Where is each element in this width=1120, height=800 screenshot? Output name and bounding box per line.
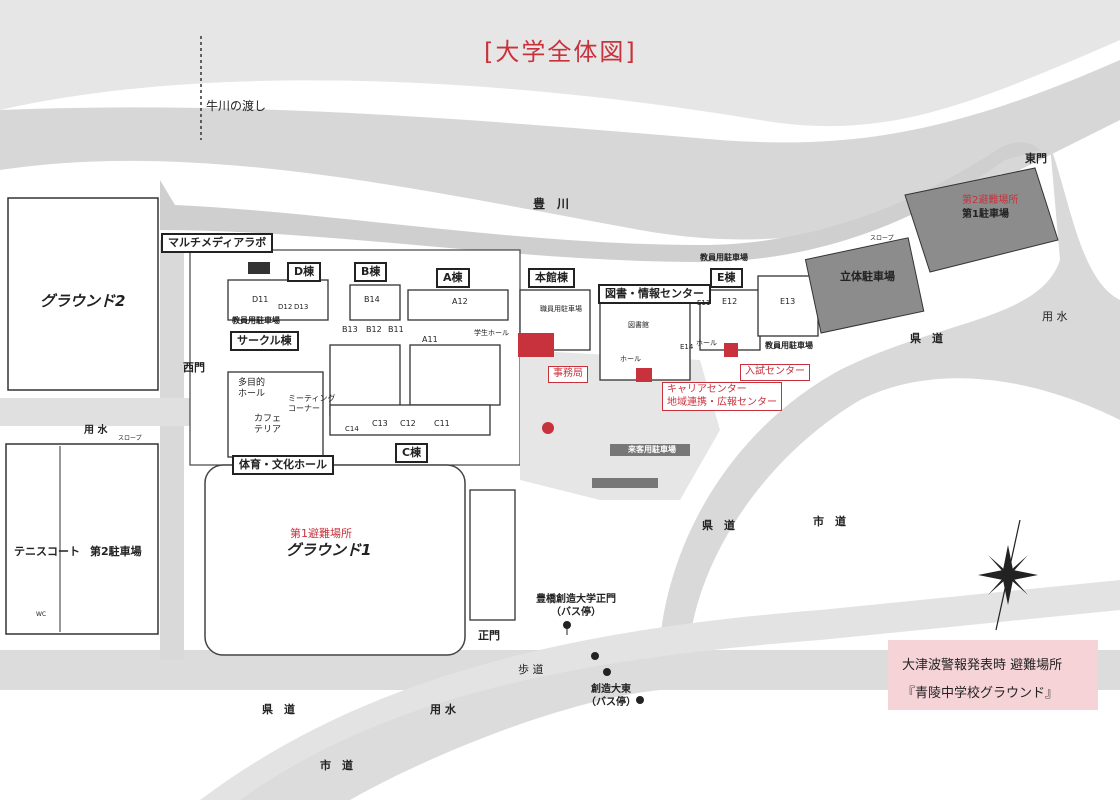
sidewalk-label: 歩 道 [518, 663, 544, 676]
pref-road-label-mid: 県 道 [702, 519, 735, 532]
east-gate-label: 東門 [1025, 152, 1047, 165]
second-evac-label: 第2避難場所 [962, 195, 1019, 206]
room-e11: E11 [697, 299, 711, 307]
room-d13: D13 [294, 303, 309, 311]
room-d11: D11 [252, 295, 269, 304]
multimedia-lab-label[interactable]: マルチメディアラボ [161, 233, 274, 254]
circle-building-label[interactable]: サークル棟 [230, 331, 299, 352]
south-road [0, 650, 1120, 800]
library-label[interactable]: 図書・情報センター [598, 284, 711, 305]
multi-hall-label: 多目的 ホール [238, 378, 266, 399]
student-hall-label: 学生ホール [474, 329, 509, 337]
garage-shape [804, 237, 925, 334]
tsunami-notice-line2: 『青陵中学校グラウンド』 [902, 686, 1059, 701]
sports-hall-label[interactable]: 体育・文化ホール [232, 455, 334, 476]
south-road-2 [200, 580, 1120, 800]
room-a12: A12 [452, 297, 468, 306]
library-room-label: 図書館 [628, 321, 649, 329]
room-b13: B13 [342, 325, 358, 334]
first-evac-label: 第1避難場所 [290, 527, 352, 540]
muni-road-label-south: 市 道 [320, 759, 353, 772]
room-c13: C13 [372, 419, 388, 428]
room-c14: C14 [345, 425, 359, 433]
muni-road-label-mid: 市 道 [813, 515, 846, 528]
pref-road-label-east: 県 道 [910, 332, 943, 345]
visitor-parking-label: 来客用駐車場 [628, 445, 676, 454]
ferry-label: 牛川の渡し [206, 99, 267, 113]
cafeteria-label: カフェ テリア [254, 414, 282, 435]
canal-label-west: 用 水 [84, 425, 108, 436]
tennis-lot2-area [5, 443, 159, 635]
tennis-label: テニスコート [14, 545, 80, 558]
west-canal-road [0, 398, 200, 426]
main-building-label[interactable]: 本館棟 [528, 268, 575, 289]
room-b11: B11 [388, 325, 404, 334]
admissions-center-label[interactable]: 入試センター [740, 364, 810, 381]
compass-rose [978, 519, 1038, 631]
river-main [0, 60, 1120, 240]
student-parking-label: 職員用駐車場 [540, 305, 582, 313]
slope-label-north: スロープ [870, 235, 894, 242]
room-d12: D12 [278, 303, 293, 311]
admin-office-label[interactable]: 事務局 [548, 366, 588, 383]
tsunami-notice-line1: 大津波警報発表時 避難場所 [902, 658, 1063, 673]
room-b14: B14 [364, 295, 380, 304]
staff-parking-east-label: 教員用駐車場 [765, 341, 813, 350]
meeting-corner-label: ミーティング コーナー [288, 394, 336, 413]
tsunami-notice: 大津波警報発表時 避難場所 『青陵中学校グラウンド』 [888, 640, 1098, 710]
building-b-label[interactable]: B棟 [354, 262, 388, 283]
bus-stop-main-gate-label: 豊橋創造大学正門 （バス停） [536, 594, 616, 618]
staff-parking-west-label: 教員用駐車場 [232, 316, 280, 325]
west-gate-label: 西門 [183, 361, 205, 374]
lot2-label: 第2駐車場 [90, 545, 142, 558]
hall-label-e: ホール [696, 339, 717, 347]
slope-label-west: スロープ [118, 435, 142, 442]
river [0, 0, 1120, 127]
lot1-shape [904, 167, 1059, 273]
hall-label-library: ホール [620, 355, 641, 363]
ground2-label: グラウンド2 [40, 292, 126, 310]
room-b12: B12 [366, 325, 382, 334]
canal-label-east: 用 水 [1042, 310, 1068, 323]
staff-parking-north-label: 教員用駐車場 [700, 253, 748, 262]
river-label: 豊 川 [533, 197, 570, 211]
building-a-label[interactable]: A棟 [436, 268, 470, 289]
admin-highlight [518, 333, 554, 357]
wc-label: WC [36, 611, 47, 618]
room-e13: E13 [780, 297, 796, 306]
ground1-area [204, 464, 466, 656]
room-e14: E14 [680, 343, 694, 351]
room-a11: A11 [422, 335, 438, 344]
garage-label: 立体駐車場 [840, 270, 895, 283]
map-title: [大学全体図] [484, 38, 637, 66]
building-e-label[interactable]: E棟 [710, 268, 743, 289]
building-d-label[interactable]: D棟 [287, 262, 322, 283]
career-highlight [636, 368, 652, 382]
admissions-highlight [724, 343, 738, 357]
ground1-label: グラウンド1 [286, 541, 372, 559]
north-road [160, 142, 1040, 262]
room-e12: E12 [722, 297, 738, 306]
main-gate-label: 正門 [478, 629, 500, 642]
building-outlines [227, 275, 819, 621]
canal-label-south: 用 水 [430, 703, 456, 716]
bus-stop-east-label: 創造大東 （バス停） [586, 684, 636, 708]
lot1-label: 第1駐車場 [962, 209, 1009, 220]
building-c-label[interactable]: C棟 [395, 443, 429, 464]
career-center-label[interactable]: キャリアセンター 地域連携・広報センター [662, 382, 782, 411]
room-c11: C11 [434, 419, 450, 428]
pref-road-label-south: 県 道 [262, 703, 295, 716]
ground2-area [7, 197, 159, 391]
west-road [160, 240, 184, 660]
room-c12: C12 [400, 419, 416, 428]
